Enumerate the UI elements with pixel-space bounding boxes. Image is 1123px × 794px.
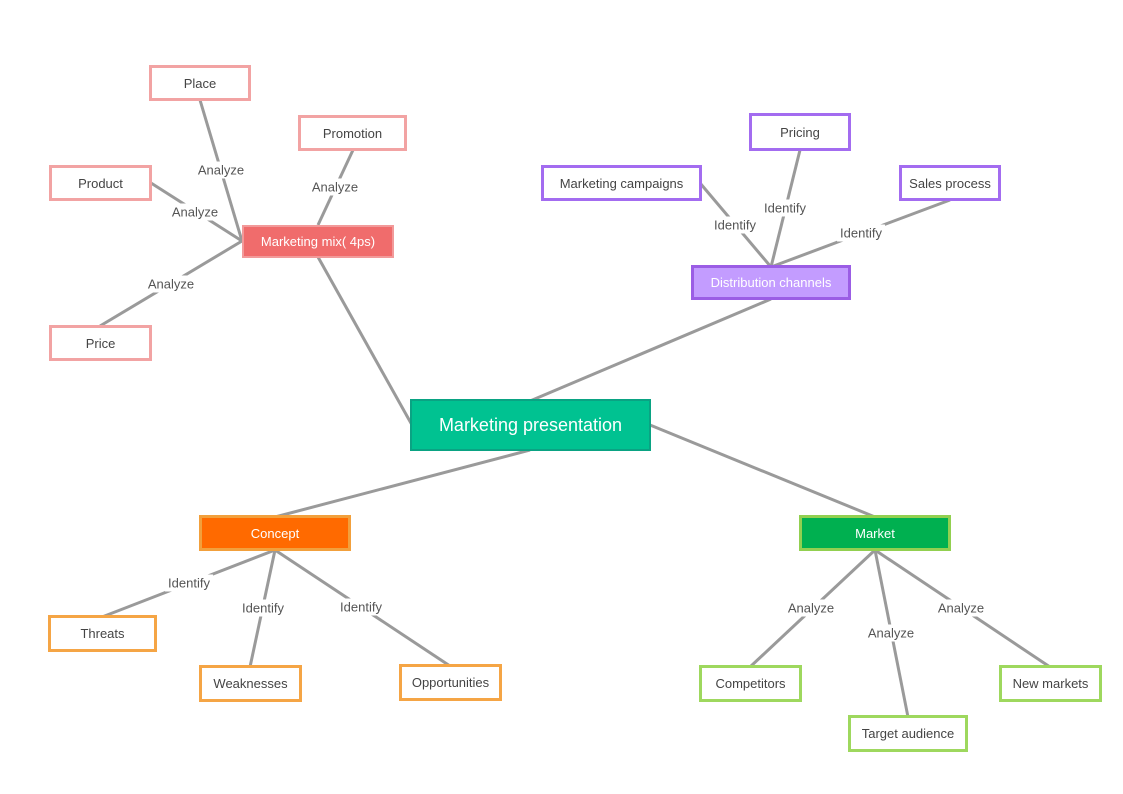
edge-label-threats: Identify	[165, 574, 213, 592]
edge-label-product: Analyze	[168, 203, 222, 221]
leaf-node-target-audience[interactable]: Target audience	[848, 715, 968, 752]
edge-label-new-markets: Analyze	[934, 599, 988, 617]
leaf-node-marketing-campaigns[interactable]: Marketing campaigns	[541, 165, 702, 201]
edge-label-target-audience: Analyze	[864, 624, 918, 642]
branch-node-concept[interactable]: Concept	[199, 515, 351, 551]
edge-label-sales-process: Identify	[837, 224, 885, 242]
edge-label-place: Analyze	[194, 161, 248, 179]
edge-label-weaknesses: Identify	[239, 599, 287, 617]
leaf-node-pricing[interactable]: Pricing	[749, 113, 851, 151]
edge-label-competitors: Analyze	[784, 599, 838, 617]
root-node[interactable]: Marketing presentation	[410, 399, 651, 451]
connector-root-distribution	[529, 297, 772, 403]
edge-label-price: Analyze	[144, 275, 198, 293]
connector-root-concept	[274, 448, 531, 519]
leaf-node-weaknesses[interactable]: Weaknesses	[199, 665, 302, 702]
leaf-node-promotion[interactable]: Promotion	[298, 115, 407, 151]
edge-label-pricing: Identify	[761, 199, 809, 217]
leaf-node-product[interactable]: Product	[49, 165, 152, 201]
branch-node-marketing-mix[interactable]: Marketing mix( 4ps)	[242, 225, 394, 258]
leaf-node-new-markets[interactable]: New markets	[999, 665, 1102, 702]
leaf-node-opportunities[interactable]: Opportunities	[399, 664, 502, 701]
leaf-node-place[interactable]: Place	[149, 65, 251, 101]
connector-root-marketing-mix	[316, 256, 414, 426]
leaf-node-competitors[interactable]: Competitors	[699, 665, 802, 702]
leaf-node-sales-process[interactable]: Sales process	[899, 165, 1001, 201]
branch-node-distribution-channels[interactable]: Distribution channels	[691, 265, 851, 300]
edge-label-promotion: Analyze	[308, 178, 362, 196]
edge-label-campaigns: Identify	[711, 216, 759, 234]
edge-label-opportunities: Identify	[337, 598, 385, 616]
leaf-node-threats[interactable]: Threats	[48, 615, 157, 652]
branch-node-market[interactable]: Market	[799, 515, 951, 551]
leaf-node-price[interactable]: Price	[49, 325, 152, 361]
connector-root-market	[649, 423, 876, 519]
